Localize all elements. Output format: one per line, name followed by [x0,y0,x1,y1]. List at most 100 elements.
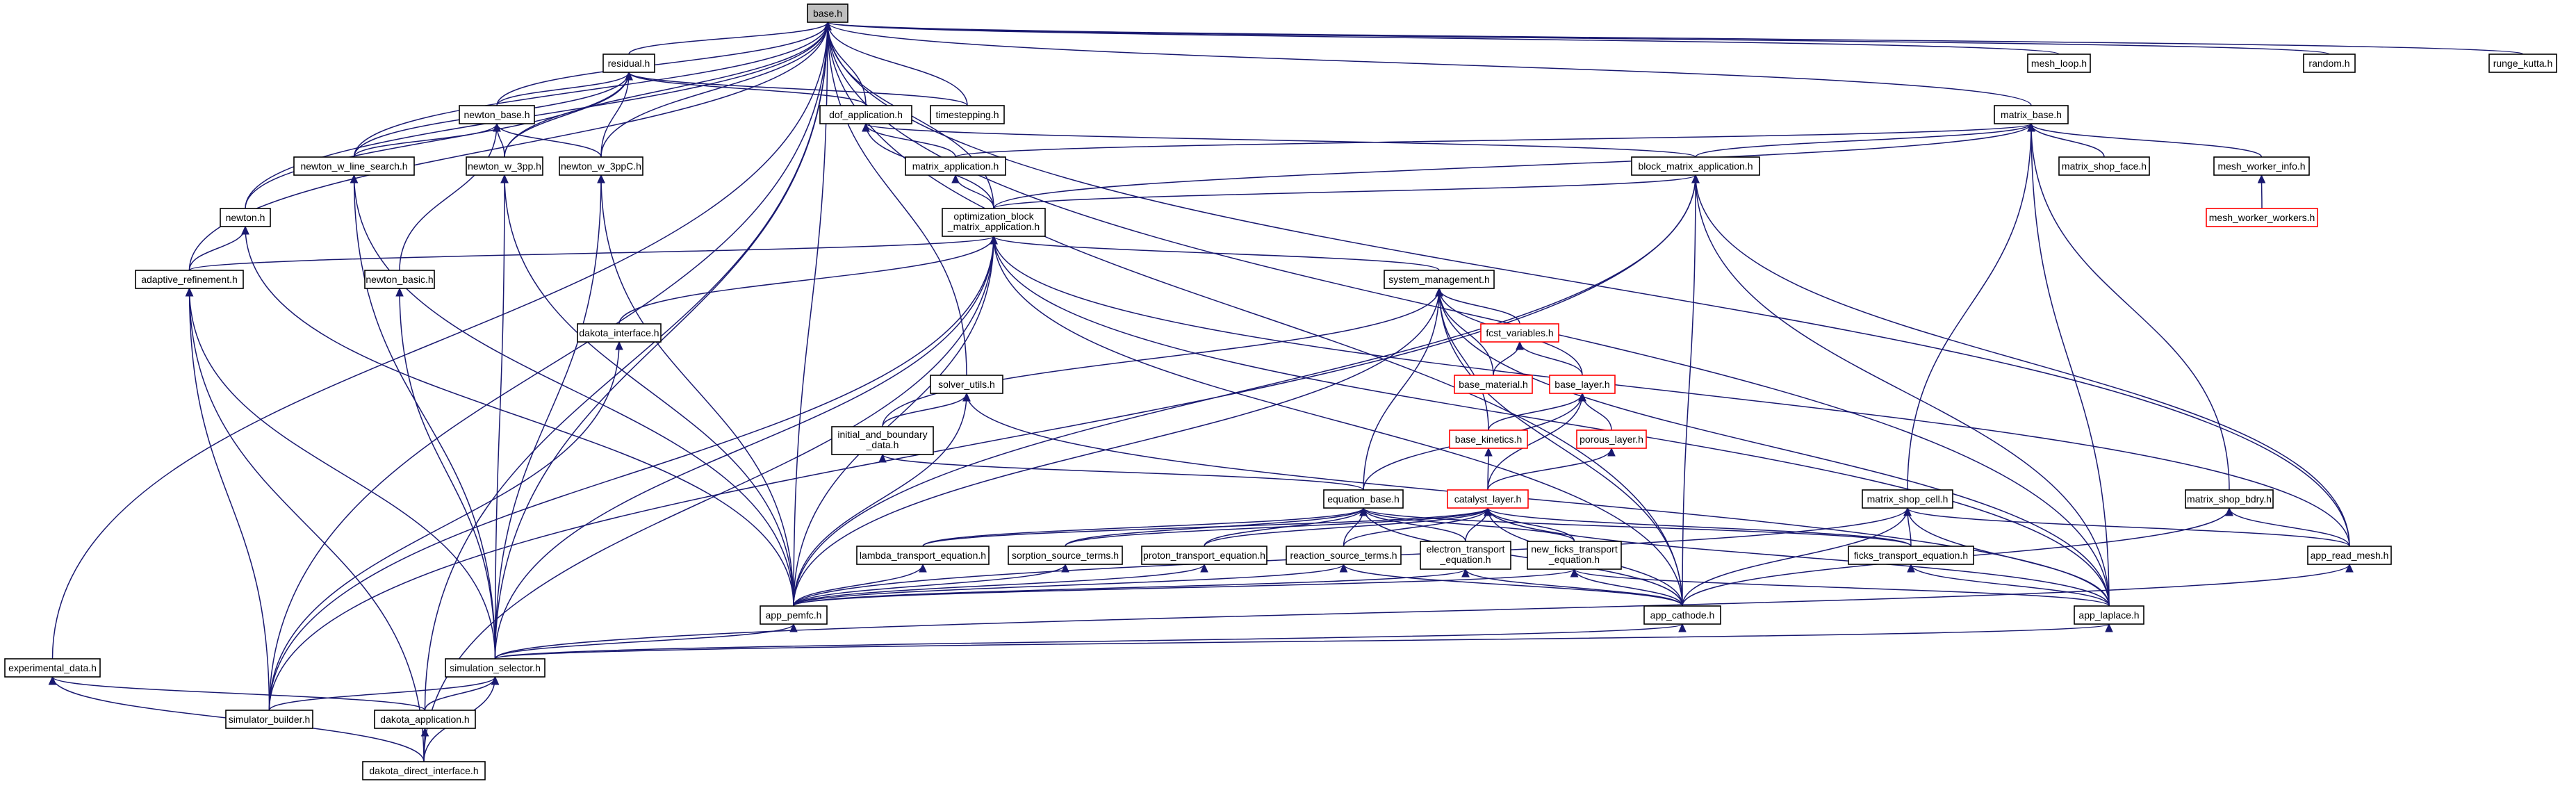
dependency-edge [1903,507,2350,547]
dependency-edge [2225,507,2350,547]
node-matrix-shop-bdry-h[interactable]: matrix_shop_bdry.h [2185,489,2274,509]
node-dakota-application-h[interactable]: dakota_application.h [374,710,476,729]
node-new-ficks-transport-equation-h[interactable]: new_ficks_transport_equation.h [1527,541,1622,570]
node-porous-layer-h[interactable]: porous_layer.h [1576,429,1647,449]
node-label: newton_w_3ppC.h [561,161,641,172]
dependency-edge [1359,507,1575,542]
node-sorption-source-terms-h[interactable]: sorption_source_terms.h [1008,546,1123,565]
node-matrix-shop-cell-h[interactable]: matrix_shop_cell.h [1862,489,1953,509]
node-matrix-shop-face-h[interactable]: matrix_shop_face.h [2058,156,2150,176]
node-newton-basic-h[interactable]: newton_basic.h [364,270,435,289]
node-mesh-loop-h[interactable]: mesh_loop.h [2027,54,2091,73]
node-box [2185,489,2274,509]
dependency-edge [423,235,998,762]
node-box [1384,270,1495,289]
node-newton-w-3ppC-h[interactable]: newton_w_3ppC.h [559,156,643,176]
dependency-edge [2027,122,2230,491]
node-residual-h[interactable]: residual.h [602,54,655,73]
node-simulator-builder-h[interactable]: simulator_builder.h [225,710,313,729]
dependency-edge [1516,341,1583,376]
node-label: random.h [2308,58,2349,69]
node-initial-and-boundary-data-h[interactable]: initial_and_boundary_data.h [831,426,934,455]
node-label: mesh_loop.h [2031,58,2087,69]
node-reaction-source-terms-h[interactable]: reaction_source_terms.h [1286,546,1402,565]
node-newton-h[interactable]: newton.h [220,208,271,227]
node-app-laplace-h[interactable]: app_laplace.h [2074,605,2144,625]
node-box [362,761,486,780]
node-base-material-h[interactable]: base_material.h [1454,375,1533,394]
node-mesh-worker-workers-h[interactable]: mesh_worker_workers.h [2206,208,2318,227]
node-box [942,208,1046,237]
dependency-edge [493,122,602,158]
dependency-edge [823,21,968,106]
node-app-pemfc-h[interactable]: app_pemfc.h [760,605,828,625]
node-label: base_kinetics.h [1455,434,1523,445]
node-dof-application-h[interactable]: dof_application.h [819,105,912,124]
node-simulation-selector-h[interactable]: simulation_selector.h [445,658,545,678]
node-label: mesh_worker_workers.h [2209,212,2315,223]
node-box [1994,105,2069,124]
dependency-edge [1484,507,1912,547]
node-catalyst-layer-h[interactable]: catalyst_layer.h [1447,489,1529,509]
node-base-h[interactable]: base.h [807,3,848,23]
node-box [2307,546,2392,565]
node-mesh-worker-info-h[interactable]: mesh_worker_info.h [2213,156,2310,176]
node-adaptive-refinement-h[interactable]: adaptive_refinement.h [135,270,244,289]
node-proton-transport-equation-h[interactable]: proton_transport_equation.h [1141,546,1268,565]
node-box [220,208,271,227]
dependency-edge [2257,174,2266,209]
dependency-edge [420,727,429,762]
dependency-edge [1461,568,1683,607]
node-fcst-variables-h[interactable]: fcst_variables.h [1480,323,1559,343]
node-matrix-base-h[interactable]: matrix_base.h [1994,105,2069,124]
node-label: simulation_selector.h [450,662,541,673]
node-box [577,323,662,343]
dependency-edge [1570,568,1683,607]
node-electron-transport-equation-h[interactable]: electron_transport_equation.h [1420,541,1511,570]
node-dakota-interface-h[interactable]: dakota_interface.h [577,323,662,343]
node-base-layer-h[interactable]: base_layer.h [1549,375,1616,394]
node-label: block_matrix_application.h [1639,161,1753,172]
node-box [1576,429,1647,449]
node-newton-w-3pp-h[interactable]: newton_w_3pp.h [466,156,543,176]
node-box [1527,541,1622,570]
node-random-h[interactable]: random.h [2303,54,2356,73]
node-box [225,710,313,729]
node-label: matrix_application.h [912,161,999,172]
node-label: equation_base.h [1327,493,1400,505]
node-ficks-transport-equation-h[interactable]: ficks_transport_equation.h [1848,546,1974,565]
node-app-read-mesh-h[interactable]: app_read_mesh.h [2307,546,2392,565]
node-runge-kutta-h[interactable]: runge_kutta.h [2488,54,2557,73]
dependency-edge [1484,507,2110,607]
node-newton-base-h[interactable]: newton_base.h [459,105,535,124]
node-timestepping-h[interactable]: timestepping.h [930,105,1005,124]
node-dakota-direct-interface-h[interactable]: dakota_direct_interface.h [362,761,486,780]
node-label: runge_kutta.h [2493,58,2553,69]
dependency-edge [1484,447,1493,491]
node-block-matrix-application-h[interactable]: block_matrix_application.h [1631,156,1760,176]
dependency-edge [48,676,426,711]
node-newton-w-line-search-h[interactable]: newton_w_line_search.h [293,156,415,176]
node-system-management-h[interactable]: system_management.h [1384,270,1495,289]
node-label: newton_base.h [464,109,530,120]
node-box [2058,156,2150,176]
node-box [445,658,545,678]
node-matrix-application-h[interactable]: matrix_application.h [905,156,1006,176]
dependency-edge [51,21,832,660]
dependency-edge [496,21,832,106]
node-label: dakota_direct_interface.h [369,765,478,776]
dependency-edge [399,122,501,271]
dependency-edge [494,174,605,660]
edges-layer [48,21,2524,762]
node-base-kinetics-h[interactable]: base_kinetics.h [1449,429,1528,449]
node-solver-utils-h[interactable]: solver_utils.h [930,375,1003,394]
dependency-edge [1907,563,2110,607]
node-equation-base-h[interactable]: equation_base.h [1323,489,1404,509]
node-experimental-data-h[interactable]: experimental_data.h [4,658,101,678]
node-app-cathode-h[interactable]: app_cathode.h [1643,605,1721,625]
node-optimization-block-matrix-application-h[interactable]: optimization_block_matrix_application.h [942,208,1046,237]
node-lambda-transport-equation-h[interactable]: lambda_transport_equation.h [856,546,990,565]
dependency-edge [993,122,2035,209]
node-box [1323,489,1404,509]
